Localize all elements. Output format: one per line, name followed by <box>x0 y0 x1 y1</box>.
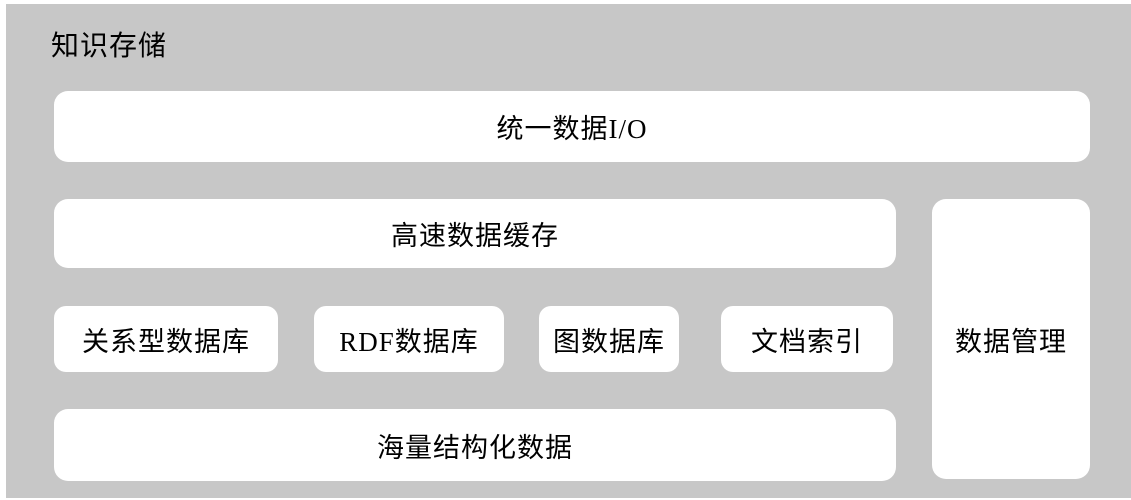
unified-data-io-block: 统一数据I/O <box>54 91 1090 162</box>
graph-database-block: 图数据库 <box>539 306 679 372</box>
massive-structured-data-block: 海量结构化数据 <box>54 409 896 481</box>
relational-database-block: 关系型数据库 <box>54 306 278 372</box>
data-management-block: 数据管理 <box>932 199 1090 479</box>
document-index-block: 文档索引 <box>721 306 893 372</box>
diagram-title: 知识存储 <box>51 31 168 62</box>
high-speed-data-cache-block: 高速数据缓存 <box>54 199 896 268</box>
rdf-database-block: RDF数据库 <box>314 306 504 372</box>
diagram-panel: 知识存储 统一数据I/O 高速数据缓存 关系型数据库 RDF数据库 图数据库 文… <box>6 4 1131 498</box>
